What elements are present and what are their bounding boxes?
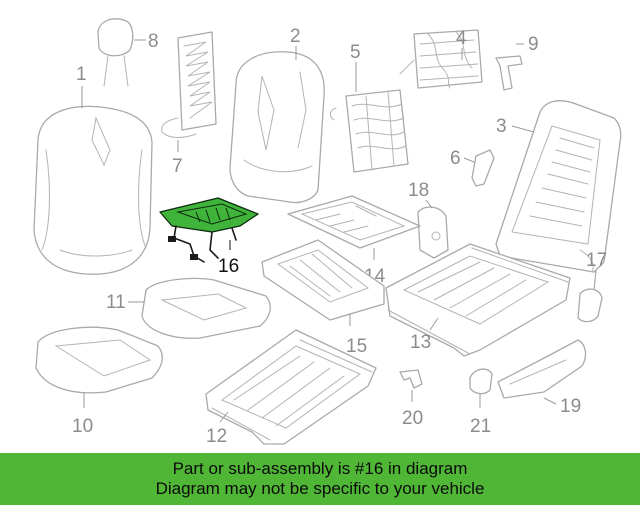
callout-10-label: 10 bbox=[72, 416, 93, 437]
callout-21-label: 21 bbox=[470, 416, 491, 437]
callout-7: 7 bbox=[172, 140, 183, 177]
callout-9-label: 9 bbox=[528, 34, 539, 55]
info-banner: Part or sub-assembly is #16 in diagram D… bbox=[0, 453, 640, 505]
callout-19-label: 19 bbox=[560, 396, 581, 417]
callout-20: 20 bbox=[402, 390, 423, 429]
callout-15-label: 15 bbox=[346, 336, 367, 357]
callout-12-label: 12 bbox=[206, 426, 227, 447]
part-3-seat-back-frame[interactable] bbox=[495, 100, 622, 273]
banner-line-2: Diagram may not be specific to your vehi… bbox=[155, 479, 485, 498]
callout-3-label: 3 bbox=[496, 116, 507, 137]
callout-11-label: 11 bbox=[106, 292, 126, 313]
callout-9: 9 bbox=[516, 34, 539, 55]
part-8-headrest[interactable] bbox=[97, 18, 134, 87]
callout-18-label: 18 bbox=[408, 180, 429, 201]
callout-12: 12 bbox=[206, 411, 229, 447]
callout-8: 8 bbox=[134, 31, 159, 52]
callout-16-label: 16 bbox=[218, 256, 239, 277]
callout-13-label: 13 bbox=[410, 332, 431, 353]
part-17-cover[interactable] bbox=[577, 288, 603, 323]
callout-6-label: 6 bbox=[450, 148, 461, 169]
callout-2: 2 bbox=[290, 26, 301, 60]
callout-6: 6 bbox=[450, 148, 475, 169]
callout-8-label: 8 bbox=[148, 31, 159, 52]
seat-parts-diagram: 1 8 7 2 5 bbox=[33, 18, 622, 447]
part-14-seat-frame-insert[interactable] bbox=[287, 195, 421, 249]
part-15-cushion-pan[interactable] bbox=[261, 239, 385, 321]
part-21-knob[interactable] bbox=[469, 368, 493, 395]
part-9-handle[interactable] bbox=[495, 55, 523, 91]
part-1-seat-back-cover[interactable] bbox=[33, 105, 153, 275]
part-4-back-suspension[interactable] bbox=[399, 29, 483, 89]
part-6-lever[interactable] bbox=[471, 149, 495, 187]
part-5-lumbar-support[interactable] bbox=[329, 89, 409, 173]
callout-17: 17 bbox=[586, 250, 607, 291]
callout-7-label: 7 bbox=[172, 156, 183, 177]
callout-4: 4 bbox=[456, 28, 467, 60]
callout-1-label: 1 bbox=[76, 64, 87, 85]
part-11-cushion-pad[interactable] bbox=[141, 277, 271, 339]
callout-17-label: 17 bbox=[586, 250, 607, 271]
callout-1: 1 bbox=[76, 64, 87, 108]
part-19-side-shield[interactable] bbox=[497, 339, 587, 399]
callout-11: 11 bbox=[106, 292, 144, 313]
callout-5-label: 5 bbox=[350, 42, 361, 63]
banner-line-1: Part or sub-assembly is #16 in diagram bbox=[172, 459, 468, 478]
callout-13: 13 bbox=[410, 317, 439, 353]
callout-4-label: 4 bbox=[456, 28, 467, 49]
callout-3: 3 bbox=[496, 116, 535, 137]
callout-16: 16 bbox=[218, 240, 239, 277]
callout-10: 10 bbox=[72, 392, 93, 437]
part-16-highlighted-assembly[interactable] bbox=[159, 197, 259, 263]
callout-5: 5 bbox=[350, 42, 361, 92]
callout-21: 21 bbox=[470, 394, 491, 437]
part-20-clip[interactable] bbox=[399, 369, 423, 389]
callout-18: 18 bbox=[408, 180, 433, 209]
part-13-seat-adjuster[interactable] bbox=[385, 243, 571, 357]
part-18-bracket[interactable] bbox=[417, 206, 449, 259]
callout-19: 19 bbox=[543, 396, 581, 417]
part-10-cushion-cover[interactable] bbox=[35, 326, 163, 394]
callout-2-label: 2 bbox=[290, 26, 301, 47]
callout-15: 15 bbox=[346, 314, 367, 357]
part-7-heater-pad[interactable] bbox=[161, 31, 217, 138]
callout-20-label: 20 bbox=[402, 408, 423, 429]
part-2-seat-back-pad[interactable] bbox=[229, 51, 325, 204]
part-12-seat-track[interactable] bbox=[205, 329, 377, 445]
